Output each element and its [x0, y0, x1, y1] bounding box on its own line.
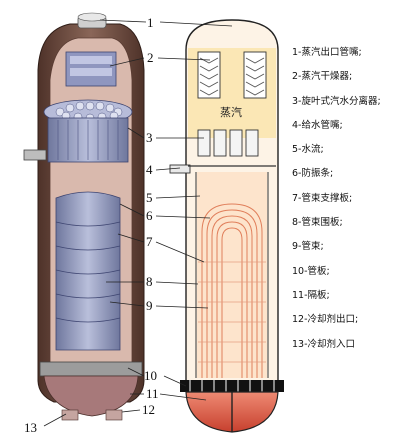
legend-item-2: 2-蒸汽干燥器; — [292, 71, 353, 83]
feedwater-nozzle — [169, 164, 191, 174]
legend-item-11: 11-隔板; — [292, 289, 330, 301]
legend-item-1: 1-蒸汽出口管嘴; — [292, 47, 362, 58]
legend: 1-蒸汽出口管嘴; 2-蒸汽干燥器; 3-旋叶式汽水分离器; 4-给水管嘴; 5… — [292, 46, 400, 362]
support-plate-lines — [198, 261, 266, 363]
legend-item-6: 6-防振条; — [292, 168, 334, 180]
legend-item-10: 10-管板; — [292, 265, 330, 277]
callout-8: 8 — [146, 274, 153, 289]
callout-2: 2 — [147, 50, 154, 65]
legend-item-9: 9-管束; — [292, 241, 324, 253]
support-plates — [55, 221, 121, 323]
legend-item-4: 4-给水管嘴; — [292, 119, 343, 131]
dryer-chevrons — [197, 51, 267, 99]
callout-7: 7 — [146, 234, 153, 249]
legend-item-5: 5-水流; — [292, 144, 324, 156]
feedwater-nozzle-left — [23, 149, 47, 161]
separator-cans — [197, 129, 259, 157]
tube-sheet-left — [39, 361, 143, 377]
tube-sheet — [180, 380, 284, 392]
tube-bundle-wrapper — [55, 191, 121, 351]
callout-12: 12 — [142, 402, 155, 417]
callout-9: 9 — [146, 298, 153, 313]
u-tube-bundle — [201, 203, 263, 378]
callout-numbers: 1 2 3 4 5 6 7 8 9 10 11 12 13 — [24, 15, 159, 435]
callout-5: 5 — [146, 190, 153, 205]
callout-3: 3 — [146, 130, 153, 145]
water-region — [197, 172, 267, 378]
legend-item-12: 12-冷却剂出口; — [292, 314, 359, 326]
callout-1: 1 — [147, 15, 154, 30]
callout-6: 6 — [146, 208, 153, 223]
lower-head-left — [43, 375, 139, 417]
legend-item-8: 8-管束围板; — [292, 217, 343, 229]
cutaway-view — [23, 12, 145, 421]
legend-item-13: 13-冷却剂入口 — [292, 338, 356, 350]
callout-11: 11 — [146, 386, 159, 401]
callout-10: 10 — [144, 368, 157, 383]
steam-label: 蒸汽 — [220, 105, 242, 119]
legend-item-3: 3-旋叶式汽水分离器; — [292, 95, 381, 107]
legend-item-7: 7-管束支撑板; — [292, 192, 353, 204]
callout-13: 13 — [24, 420, 37, 435]
callout-4: 4 — [146, 162, 153, 177]
leader-lines — [43, 19, 233, 427]
section-view: 蒸汽 — [169, 19, 284, 433]
